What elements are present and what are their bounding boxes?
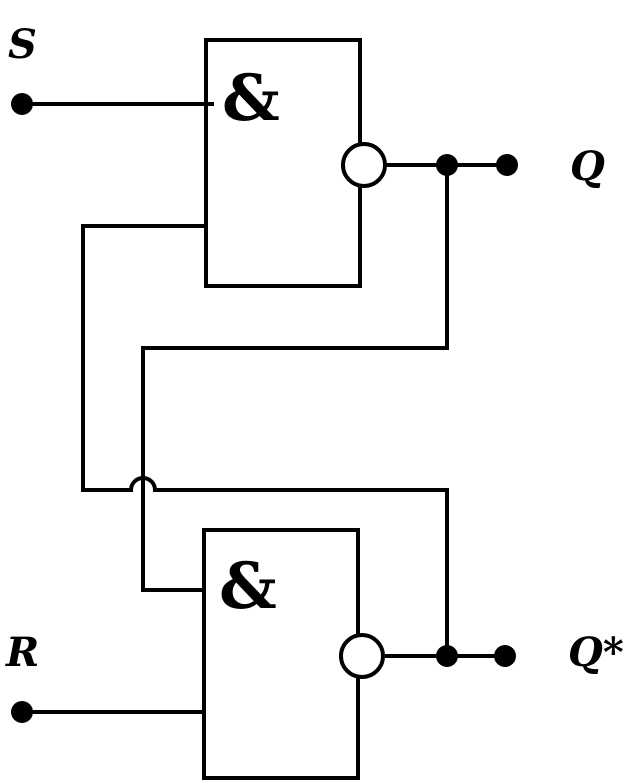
q-star-junction-dot bbox=[436, 645, 458, 667]
q-junction-dot bbox=[436, 154, 458, 176]
label-r: R bbox=[5, 629, 39, 676]
s-terminal-dot bbox=[11, 93, 33, 115]
label-q: Q bbox=[570, 143, 605, 190]
r-terminal-dot bbox=[11, 701, 33, 723]
bottom-gate-symbol: & bbox=[219, 549, 277, 624]
label-s: S bbox=[8, 21, 37, 68]
bottom-gate-body bbox=[202, 528, 360, 780]
top-gate-inverter-bubble bbox=[341, 142, 387, 188]
label-q-star: Q* bbox=[568, 629, 624, 676]
q-terminal-dot bbox=[496, 154, 518, 176]
q-star-feedback-wire bbox=[81, 224, 449, 658]
bottom-gate-inverter-bubble bbox=[339, 633, 385, 679]
bottom-nand-gate: & bbox=[202, 528, 385, 780]
top-nand-gate: & bbox=[204, 38, 387, 288]
top-gate-symbol: & bbox=[222, 61, 280, 136]
q-star-terminal-dot bbox=[494, 645, 516, 667]
q-feedback-wire bbox=[141, 163, 449, 592]
top-gate-body bbox=[204, 38, 362, 288]
